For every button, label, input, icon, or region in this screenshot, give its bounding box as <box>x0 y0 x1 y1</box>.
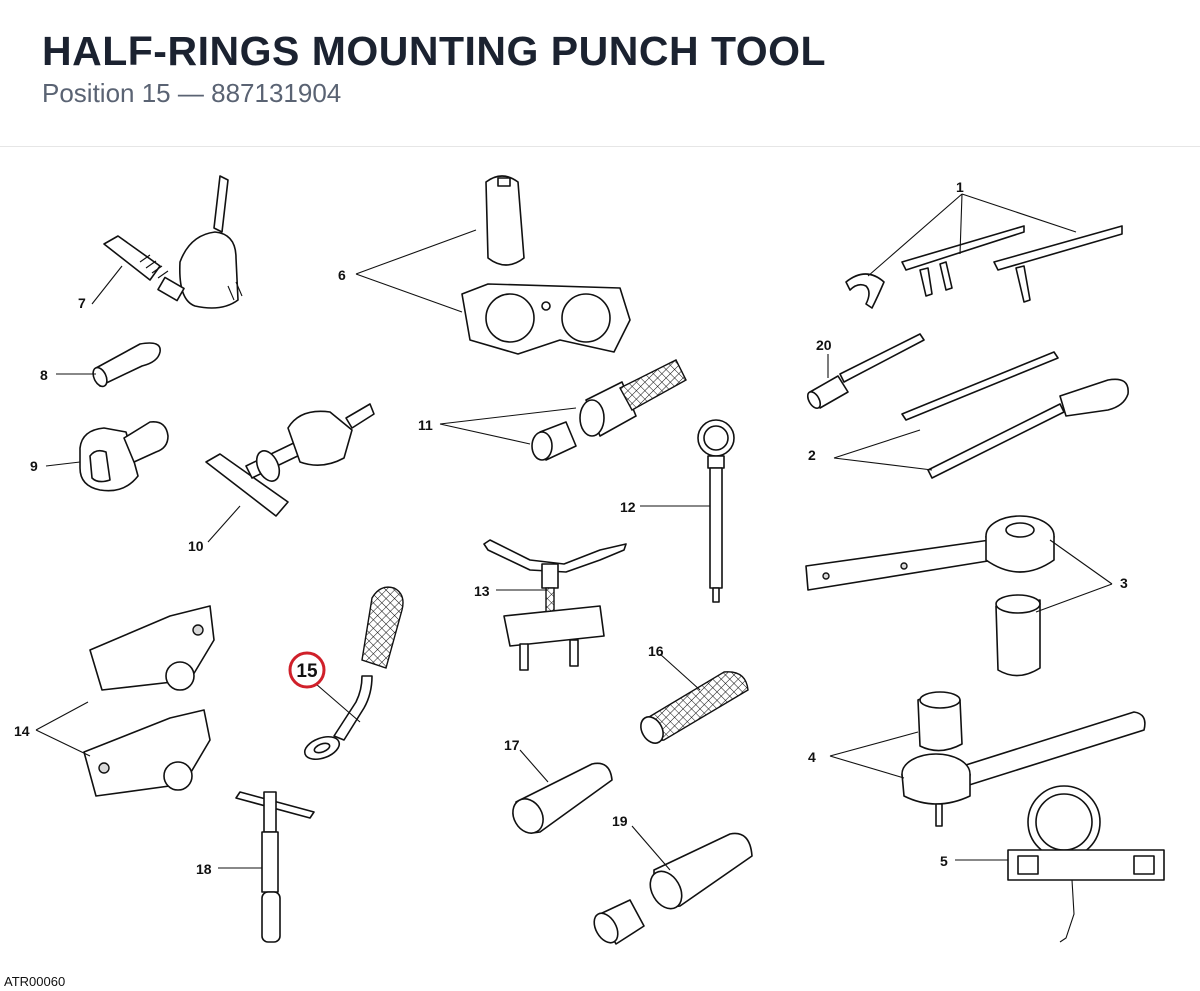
part-number: 887131904 <box>211 78 342 108</box>
page-title: HALF-RINGS MOUNTING PUNCH TOOL <box>42 28 827 74</box>
tool-2-drawing <box>901 351 1129 479</box>
tool-8-drawing <box>92 342 161 388</box>
callout-12: 12 <box>620 499 636 515</box>
callout-18: 18 <box>196 861 212 877</box>
tool-9-drawing <box>79 420 169 492</box>
separator: — <box>177 78 204 108</box>
tool-3-drawing <box>805 515 1055 677</box>
callout-7: 7 <box>78 295 86 311</box>
callout-20: 20 <box>816 337 832 353</box>
callout-15: 15 <box>296 661 318 682</box>
tool-16-drawing <box>640 671 749 744</box>
tool-18-drawing <box>235 791 315 943</box>
tool-20-drawing <box>806 333 925 409</box>
callout-9: 9 <box>30 458 38 474</box>
highlight-callout: 15 <box>288 651 326 689</box>
callout-3: 3 <box>1120 575 1128 591</box>
tool-17-drawing <box>512 762 613 834</box>
tool-1-drawing <box>845 225 1123 309</box>
callout-11: 11 <box>418 417 433 433</box>
callout-19: 19 <box>612 813 628 829</box>
tool-10-drawing <box>205 403 375 517</box>
callout-4: 4 <box>808 749 816 765</box>
tool-13-drawing <box>483 539 627 671</box>
tool-11-drawing <box>531 359 687 461</box>
callout-1: 1 <box>956 179 964 195</box>
callout-5: 5 <box>940 853 948 869</box>
callout-8: 8 <box>40 367 48 383</box>
tool-6-drawing <box>461 175 631 355</box>
tool-4-drawing <box>901 691 1146 827</box>
callout-10: 10 <box>188 538 204 554</box>
callout-13: 13 <box>474 583 490 599</box>
callout-2: 2 <box>808 447 816 463</box>
callout-16: 16 <box>648 643 664 659</box>
callout-6: 6 <box>338 267 346 283</box>
tool-5-drawing <box>1007 785 1165 943</box>
tool-19-drawing <box>593 832 753 945</box>
tool-12-drawing <box>697 419 735 603</box>
header: HALF-RINGS MOUNTING PUNCH TOOL Position … <box>0 0 1200 147</box>
callout-17: 17 <box>504 737 520 753</box>
callout-14: 14 <box>14 723 30 739</box>
tool-14-drawing <box>83 605 215 797</box>
drawing-code: ATR00060 <box>4 974 66 989</box>
position-label: Position 15 <box>42 78 171 108</box>
leader-lines <box>35 193 1113 871</box>
page-subtitle: Position 15 — 887131904 <box>42 78 341 109</box>
tool-15-drawing <box>303 586 404 761</box>
tool-7-drawing <box>103 175 243 309</box>
